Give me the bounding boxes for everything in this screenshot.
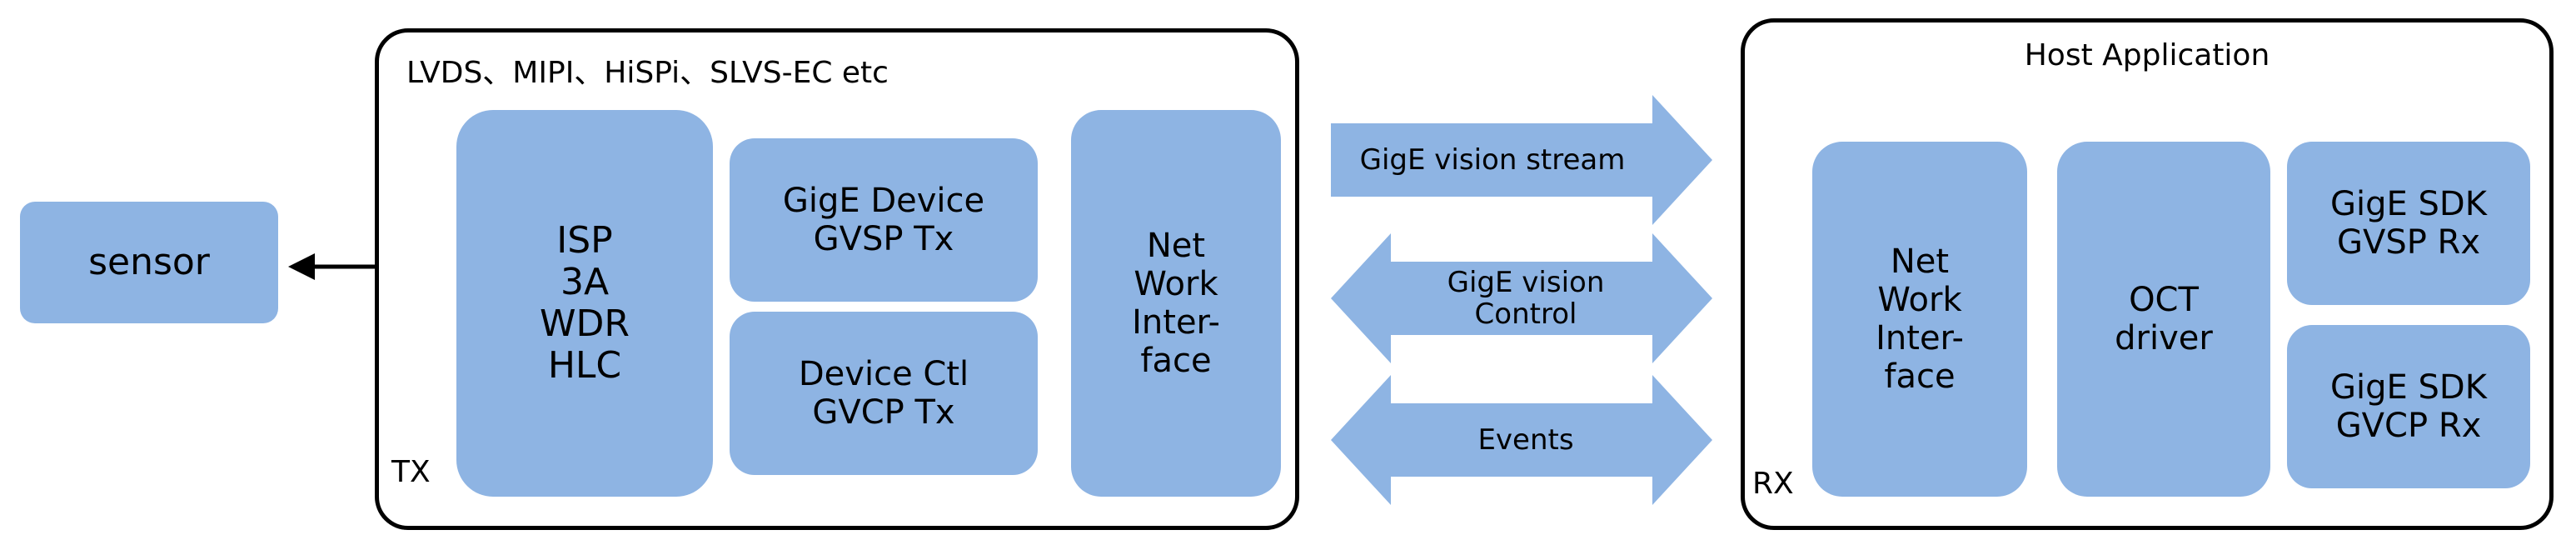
gvsp-rx-label: GigE SDK GVSP Rx — [2330, 185, 2487, 262]
stream-label: GigE vision stream — [1359, 143, 1626, 177]
tx-network-interface-block: Net Work Inter- face — [1071, 110, 1281, 497]
rx-corner-label: RX — [1752, 467, 1794, 501]
host-application-title: Host Application — [2024, 38, 2270, 72]
events-arrow — [1331, 375, 1712, 505]
isp-block: ISP 3A WDR HLC — [456, 110, 713, 497]
device-ctl-gvcp-tx-block: Device Ctl GVCP Tx — [730, 312, 1038, 475]
gige-device-block-label: GigE Device GVSP Tx — [782, 182, 985, 258]
oct-driver-block: OCT driver — [2057, 142, 2270, 497]
gige-sdk-gvcp-rx-block: GigE SDK GVCP Rx — [2287, 325, 2530, 488]
sensor-label: sensor — [88, 241, 210, 283]
gige-device-gvsp-tx-block: GigE Device GVSP Tx — [730, 138, 1038, 302]
tx-network-interface-label: Net Work Inter- face — [1132, 227, 1220, 380]
gige-sdk-gvsp-rx-block: GigE SDK GVSP Rx — [2287, 142, 2530, 305]
sensor-block: sensor — [20, 202, 278, 323]
tx-corner-label: TX — [391, 455, 431, 489]
oct-driver-label: OCT driver — [2115, 281, 2213, 358]
stream-arrow — [1331, 95, 1712, 225]
rx-network-interface-label: Net Work Inter- face — [1876, 242, 1964, 396]
isp-block-label: ISP 3A WDR HLC — [540, 219, 630, 387]
device-ctl-block-label: Device Ctl GVCP Tx — [798, 355, 969, 432]
control-label: GigE vision Control — [1447, 266, 1605, 331]
gvcp-rx-label: GigE SDK GVCP Rx — [2330, 368, 2487, 445]
events-label: Events — [1477, 423, 1574, 457]
rx-network-interface-block: Net Work Inter- face — [1812, 142, 2027, 497]
tx-interface-label: LVDS、MIPI、HiSPi、SLVS-EC etc — [406, 56, 889, 90]
control-arrow — [1331, 233, 1712, 363]
